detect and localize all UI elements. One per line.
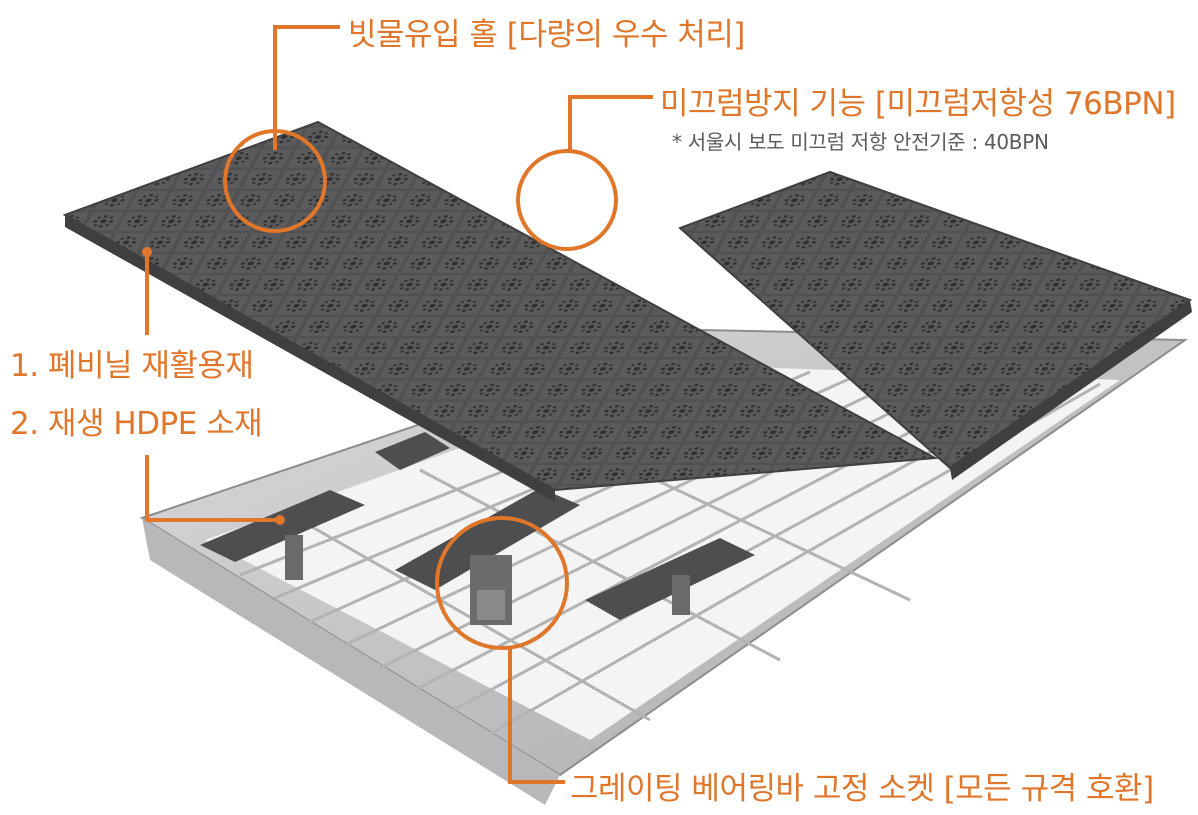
frame-pointer-dot xyxy=(275,515,285,525)
cover-panel-right xyxy=(678,170,1193,480)
anti-slip-note: * 서울시 보도 미끄럼 저항 안전기준 : 40BPN xyxy=(672,130,1049,154)
material-label-1: 1. 폐비닐 재활용재 xyxy=(10,348,254,384)
anti-slip-label: 미끄럼방지 기능 [미끄럼저항성 76BPN] xyxy=(660,86,1176,122)
material-pointer-dot xyxy=(142,247,152,257)
callout-lines xyxy=(145,25,653,784)
socket-label: 그레이팅 베어링바 고정 소켓 [모든 규격 호환] xyxy=(570,771,1154,807)
material-label-2: 2. 재생 HDPE 소재 xyxy=(10,406,263,442)
drain-holes-label: 빗물유입 홀 [다량의 우수 처리] xyxy=(348,17,745,53)
